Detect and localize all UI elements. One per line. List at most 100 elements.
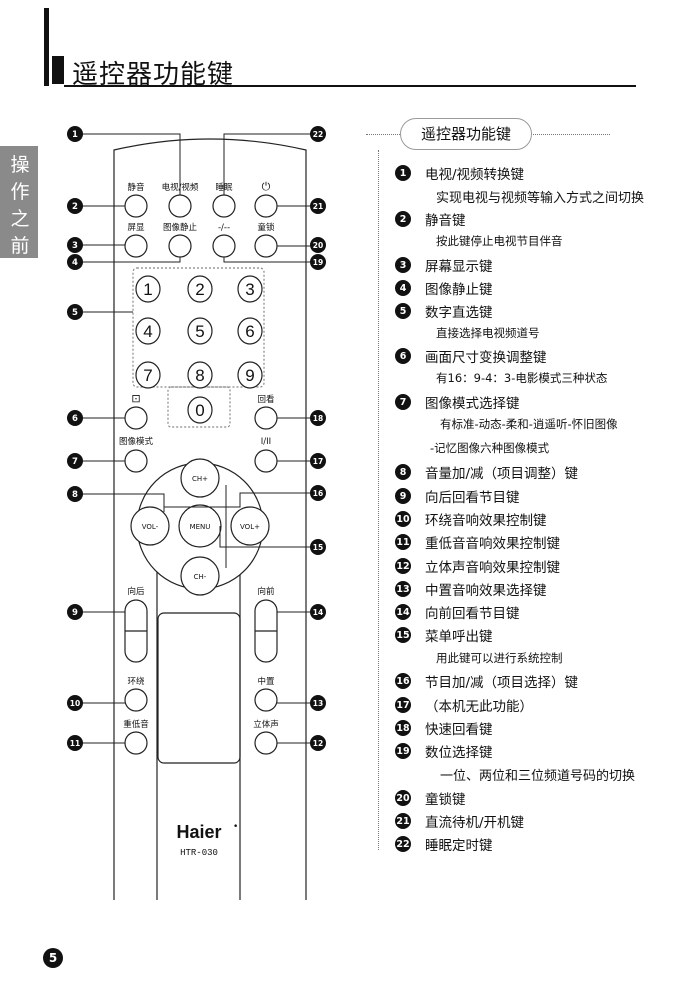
vol-down-button bbox=[130, 506, 170, 546]
digit-6: 6 bbox=[245, 322, 254, 341]
model-label: HTR-030 bbox=[180, 848, 218, 858]
digit-group-box bbox=[132, 267, 265, 388]
callout-13: 13 bbox=[313, 699, 323, 708]
picture-mode-label: 图像模式 bbox=[119, 436, 154, 447]
display-button bbox=[124, 234, 148, 258]
vol-down-label: VOL- bbox=[142, 523, 159, 531]
power-button bbox=[254, 194, 278, 218]
callout-2: 2 bbox=[72, 202, 78, 212]
side-tab-char: 之 bbox=[10, 208, 30, 230]
digit-5: 5 bbox=[195, 322, 204, 341]
item-description: 按此键停止电视节目伴音 bbox=[436, 234, 563, 248]
list-item: 17（本机无此功能） bbox=[395, 697, 533, 715]
surround-button bbox=[124, 688, 148, 712]
back-label: 向后 bbox=[127, 586, 145, 597]
item-description: 实现电视与视频等输入方式之间切换 bbox=[436, 191, 645, 206]
callout-8: 8 bbox=[72, 490, 78, 500]
ch-down-label: CH- bbox=[194, 573, 207, 581]
callout-11: 11 bbox=[70, 739, 80, 748]
digit-2: 2 bbox=[195, 280, 204, 299]
aspect-button bbox=[124, 406, 148, 430]
picture-mode-button bbox=[124, 449, 148, 473]
side-tab-char: 前 bbox=[10, 235, 30, 257]
header-rule bbox=[64, 85, 636, 87]
forward-label: 向前 bbox=[257, 586, 275, 597]
callout-6: 6 bbox=[72, 414, 78, 424]
tv-video-button bbox=[168, 194, 192, 218]
vol-up-button bbox=[230, 506, 270, 546]
callout-10: 10 bbox=[70, 699, 80, 708]
callout-19: 19 bbox=[313, 258, 323, 267]
surround-label: 环绕 bbox=[127, 676, 145, 687]
digit-7: 7 bbox=[143, 366, 152, 385]
digit-4: 4 bbox=[143, 322, 152, 341]
digit-8: 8 bbox=[195, 366, 204, 385]
remote-screen bbox=[157, 612, 241, 764]
callout-12: 12 bbox=[313, 739, 323, 748]
callout-22: 22 bbox=[313, 130, 323, 139]
item-description: -记忆图像六种图像模式 bbox=[430, 441, 550, 455]
remote-body-outline bbox=[113, 138, 307, 900]
ch-down-button bbox=[180, 556, 220, 596]
sleep-button bbox=[212, 194, 236, 218]
io-label: I/II bbox=[261, 437, 271, 447]
digit-9: 9 bbox=[245, 366, 254, 385]
aspect-icon: ⊡ bbox=[131, 392, 140, 405]
menu-label: MENU bbox=[190, 523, 211, 531]
item-description: 直接选择电视频道号 bbox=[436, 326, 540, 340]
callout-16: 16 bbox=[313, 489, 323, 498]
callout-21: 21 bbox=[313, 202, 323, 211]
center-label: 中置 bbox=[257, 676, 275, 687]
item-description: 用此键可以进行系统控制 bbox=[436, 651, 563, 665]
callout-9: 9 bbox=[72, 608, 78, 618]
ch-up-button bbox=[180, 458, 220, 498]
callout-20: 20 bbox=[313, 241, 323, 250]
callout-5: 5 bbox=[72, 308, 78, 318]
page-number: 5 bbox=[43, 948, 63, 968]
callout-14: 14 bbox=[313, 608, 323, 617]
panel-dotted-vertical bbox=[378, 150, 379, 850]
item-description: 有标准-动态-柔和-逍遥听-怀旧图像 bbox=[440, 417, 618, 431]
menu-button bbox=[178, 504, 222, 548]
callout-1: 1 bbox=[72, 130, 78, 140]
vol-up-label: VOL+ bbox=[240, 523, 260, 531]
digit-3: 3 bbox=[245, 280, 254, 299]
bass-label: 重低音 bbox=[123, 719, 149, 730]
mute-label: 静音 bbox=[127, 182, 145, 193]
child-lock-button bbox=[254, 234, 278, 258]
callout-7: 7 bbox=[72, 457, 78, 467]
callout-18: 18 bbox=[313, 414, 323, 423]
callout-15: 15 bbox=[313, 543, 323, 552]
brand-logo: Haier bbox=[176, 822, 221, 842]
digit-select-label: -/-- bbox=[218, 223, 230, 233]
recall-button bbox=[254, 406, 278, 430]
display-label: 屏显 bbox=[127, 223, 145, 233]
callout-4: 4 bbox=[72, 258, 78, 268]
callout-17: 17 bbox=[313, 457, 323, 466]
mute-button bbox=[124, 194, 148, 218]
digit-select-button bbox=[212, 234, 236, 258]
header-accent-block bbox=[52, 56, 64, 84]
io-button bbox=[254, 449, 278, 473]
stereo-label: 立体声 bbox=[253, 719, 279, 730]
item-description: 有16：9-4：3-电影模式三种状态 bbox=[436, 371, 608, 385]
section-side-tab: 操 作 之 前 bbox=[0, 146, 38, 258]
bass-button bbox=[124, 731, 148, 755]
power-icon: ⏻ bbox=[262, 180, 271, 193]
